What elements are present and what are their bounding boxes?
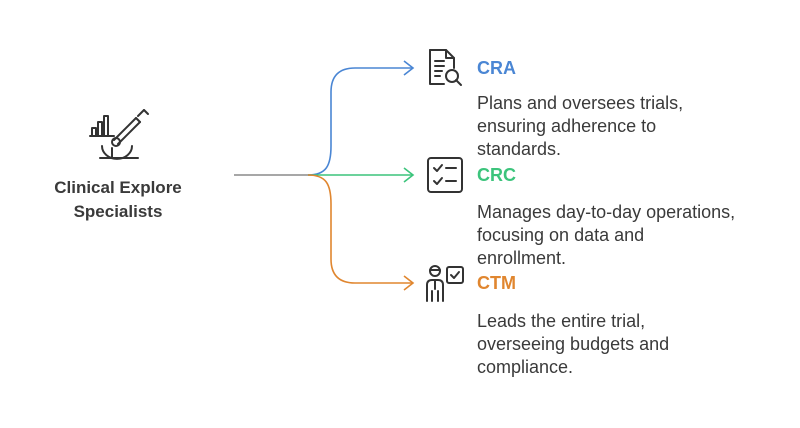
root-title-line1: Clinical Explore	[54, 178, 182, 197]
branch-line-cra	[307, 67, 412, 176]
desc-line: enrollment.	[477, 248, 567, 268]
desc-line: overseeing budgets and	[477, 334, 670, 354]
branch-line-ctm	[307, 174, 412, 284]
checklist-icon	[427, 157, 463, 193]
desc-line: focusing on data and	[477, 225, 645, 245]
branch-title-crc: CRC	[477, 165, 516, 185]
root-title: Clinical Explore Specialists	[38, 176, 198, 224]
desc-line: Manages day-to-day operations,	[477, 202, 736, 222]
branch-title-cra: CRA	[477, 58, 516, 78]
branch-title-ctm: CTM	[477, 273, 516, 293]
branch-desc-cra: Plans and oversees trials, ensuring adhe…	[477, 92, 787, 161]
desc-line: standards.	[477, 139, 562, 159]
arrow-ctm	[403, 275, 415, 291]
branch-desc-crc: Manages day-to-day operations, focusing …	[477, 201, 787, 270]
desc-line: Plans and oversees trials,	[477, 93, 684, 113]
root-title-line2: Specialists	[73, 202, 163, 221]
microscope-icon	[89, 109, 149, 160]
arrow-cra	[403, 60, 415, 76]
branch-desc-ctm: Leads the entire trial, overseeing budge…	[477, 310, 787, 379]
desc-line: compliance.	[477, 357, 574, 377]
desc-line: Leads the entire trial,	[477, 311, 646, 331]
document-search-icon	[429, 49, 462, 86]
desc-line: ensuring adherence to	[477, 116, 657, 136]
arrow-crc	[403, 167, 415, 183]
manager-check-icon	[426, 265, 464, 302]
